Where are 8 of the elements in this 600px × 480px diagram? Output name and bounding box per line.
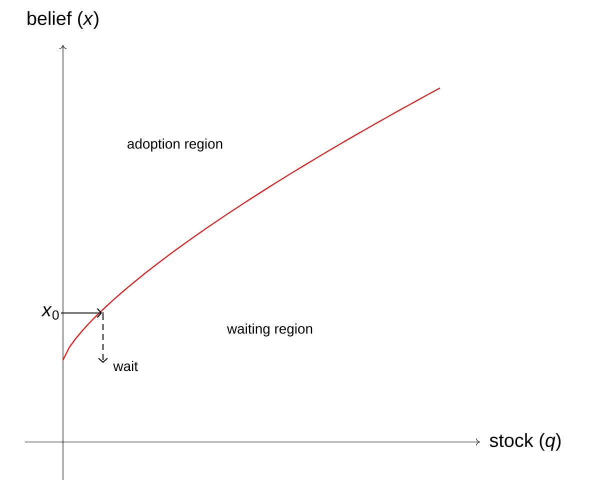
edge-label: wait	[113, 360, 138, 372]
region-label: adoption region	[128, 138, 222, 152]
axis-label: stock (q)	[490, 433, 561, 451]
value-label: x$_{0}$	[41, 306, 59, 320]
axis-label: belief (x)	[28, 11, 98, 29]
arrow	[98, 314, 108, 363]
region-label: waiting region	[226, 324, 312, 336]
arrow	[61, 308, 102, 318]
